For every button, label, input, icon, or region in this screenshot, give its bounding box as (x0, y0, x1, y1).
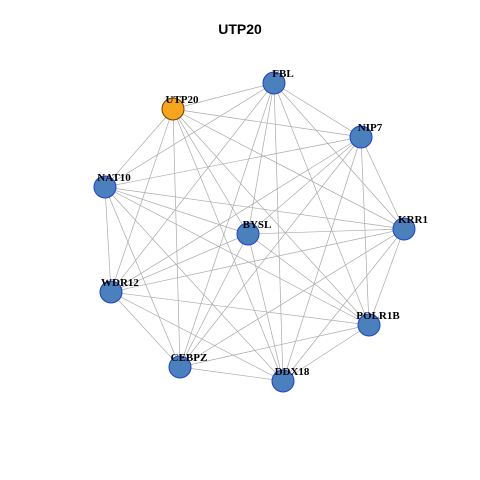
node-nat10[interactable] (93, 175, 117, 199)
edges-layer (104, 82, 405, 382)
edge-krr1-cebpz (179, 228, 405, 368)
edge-bysl-krr1 (247, 228, 405, 235)
node-bysl[interactable] (236, 222, 260, 246)
edge-fbl-cebpz (179, 82, 275, 368)
edge-fbl-nip7 (273, 82, 362, 138)
edge-fbl-wdr12 (110, 82, 275, 293)
node-label-cebpz: CEBPZ (171, 352, 208, 364)
node-nip7[interactable] (349, 125, 373, 149)
edge-cebpz-ddx18 (179, 366, 284, 382)
edge-utp20-ddx18 (172, 108, 284, 382)
edge-nat10-wdr12 (104, 186, 112, 293)
edge-utp20-krr1 (172, 108, 405, 230)
edge-fbl-nat10 (104, 82, 275, 188)
edge-bysl-wdr12 (110, 233, 249, 293)
edge-krr1-ddx18 (282, 228, 405, 382)
edge-nat10-ddx18 (104, 186, 284, 382)
edge-bysl-cebpz (179, 233, 249, 368)
graph-title: UTP20 (218, 21, 262, 37)
edge-nip7-polr1b (360, 136, 370, 326)
node-label-nat10: NAT10 (97, 172, 131, 184)
node-label-utp20: UTP20 (166, 94, 200, 106)
edge-nip7-nat10 (104, 136, 362, 188)
edge-utp20-wdr12 (110, 108, 174, 293)
node-label-fbl: FBL (272, 68, 293, 80)
node-krr1[interactable] (392, 217, 416, 241)
edge-bysl-polr1b (247, 233, 370, 326)
node-label-nip7: NIP7 (358, 122, 383, 134)
edge-krr1-polr1b (368, 228, 405, 326)
edge-wdr12-polr1b (110, 291, 370, 326)
node-label-krr1: KRR1 (398, 214, 428, 226)
edge-utp20-bysl (172, 108, 249, 235)
edge-fbl-polr1b (273, 82, 370, 326)
edge-nat10-bysl (104, 186, 249, 235)
edge-wdr12-cebpz (110, 291, 181, 368)
nodes-layer (93, 71, 416, 393)
node-ddx18[interactable] (271, 369, 295, 393)
edge-polr1b-ddx18 (282, 324, 370, 382)
node-label-bysl: BYSL (243, 219, 272, 231)
edge-utp20-polr1b (172, 108, 370, 326)
edge-bysl-ddx18 (247, 233, 284, 382)
node-wdr12[interactable] (99, 280, 123, 304)
edge-utp20-nip7 (172, 108, 362, 138)
edge-nip7-wdr12 (110, 136, 362, 293)
edge-fbl-utp20 (172, 82, 275, 110)
edge-nip7-bysl (247, 136, 362, 235)
node-label-ddx18: DDX18 (275, 366, 310, 378)
edge-nip7-krr1 (360, 136, 405, 230)
edge-fbl-bysl (247, 82, 275, 235)
edge-nat10-cebpz (104, 186, 181, 368)
edge-nip7-ddx18 (282, 136, 362, 382)
edge-nat10-krr1 (104, 186, 405, 230)
edge-utp20-nat10 (104, 108, 174, 188)
edge-krr1-wdr12 (110, 228, 405, 293)
edge-utp20-cebpz (172, 108, 181, 368)
node-cebpz[interactable] (168, 355, 192, 379)
node-polr1b[interactable] (357, 313, 381, 337)
node-fbl[interactable] (262, 71, 286, 95)
node-utp20[interactable] (161, 97, 185, 121)
edge-nip7-cebpz (179, 136, 362, 368)
node-label-polr1b: POLR1B (356, 310, 400, 322)
edge-wdr12-ddx18 (110, 291, 284, 382)
edge-polr1b-cebpz (179, 324, 370, 368)
node-label-wdr12: WDR12 (101, 277, 139, 289)
edge-fbl-ddx18 (273, 82, 284, 382)
